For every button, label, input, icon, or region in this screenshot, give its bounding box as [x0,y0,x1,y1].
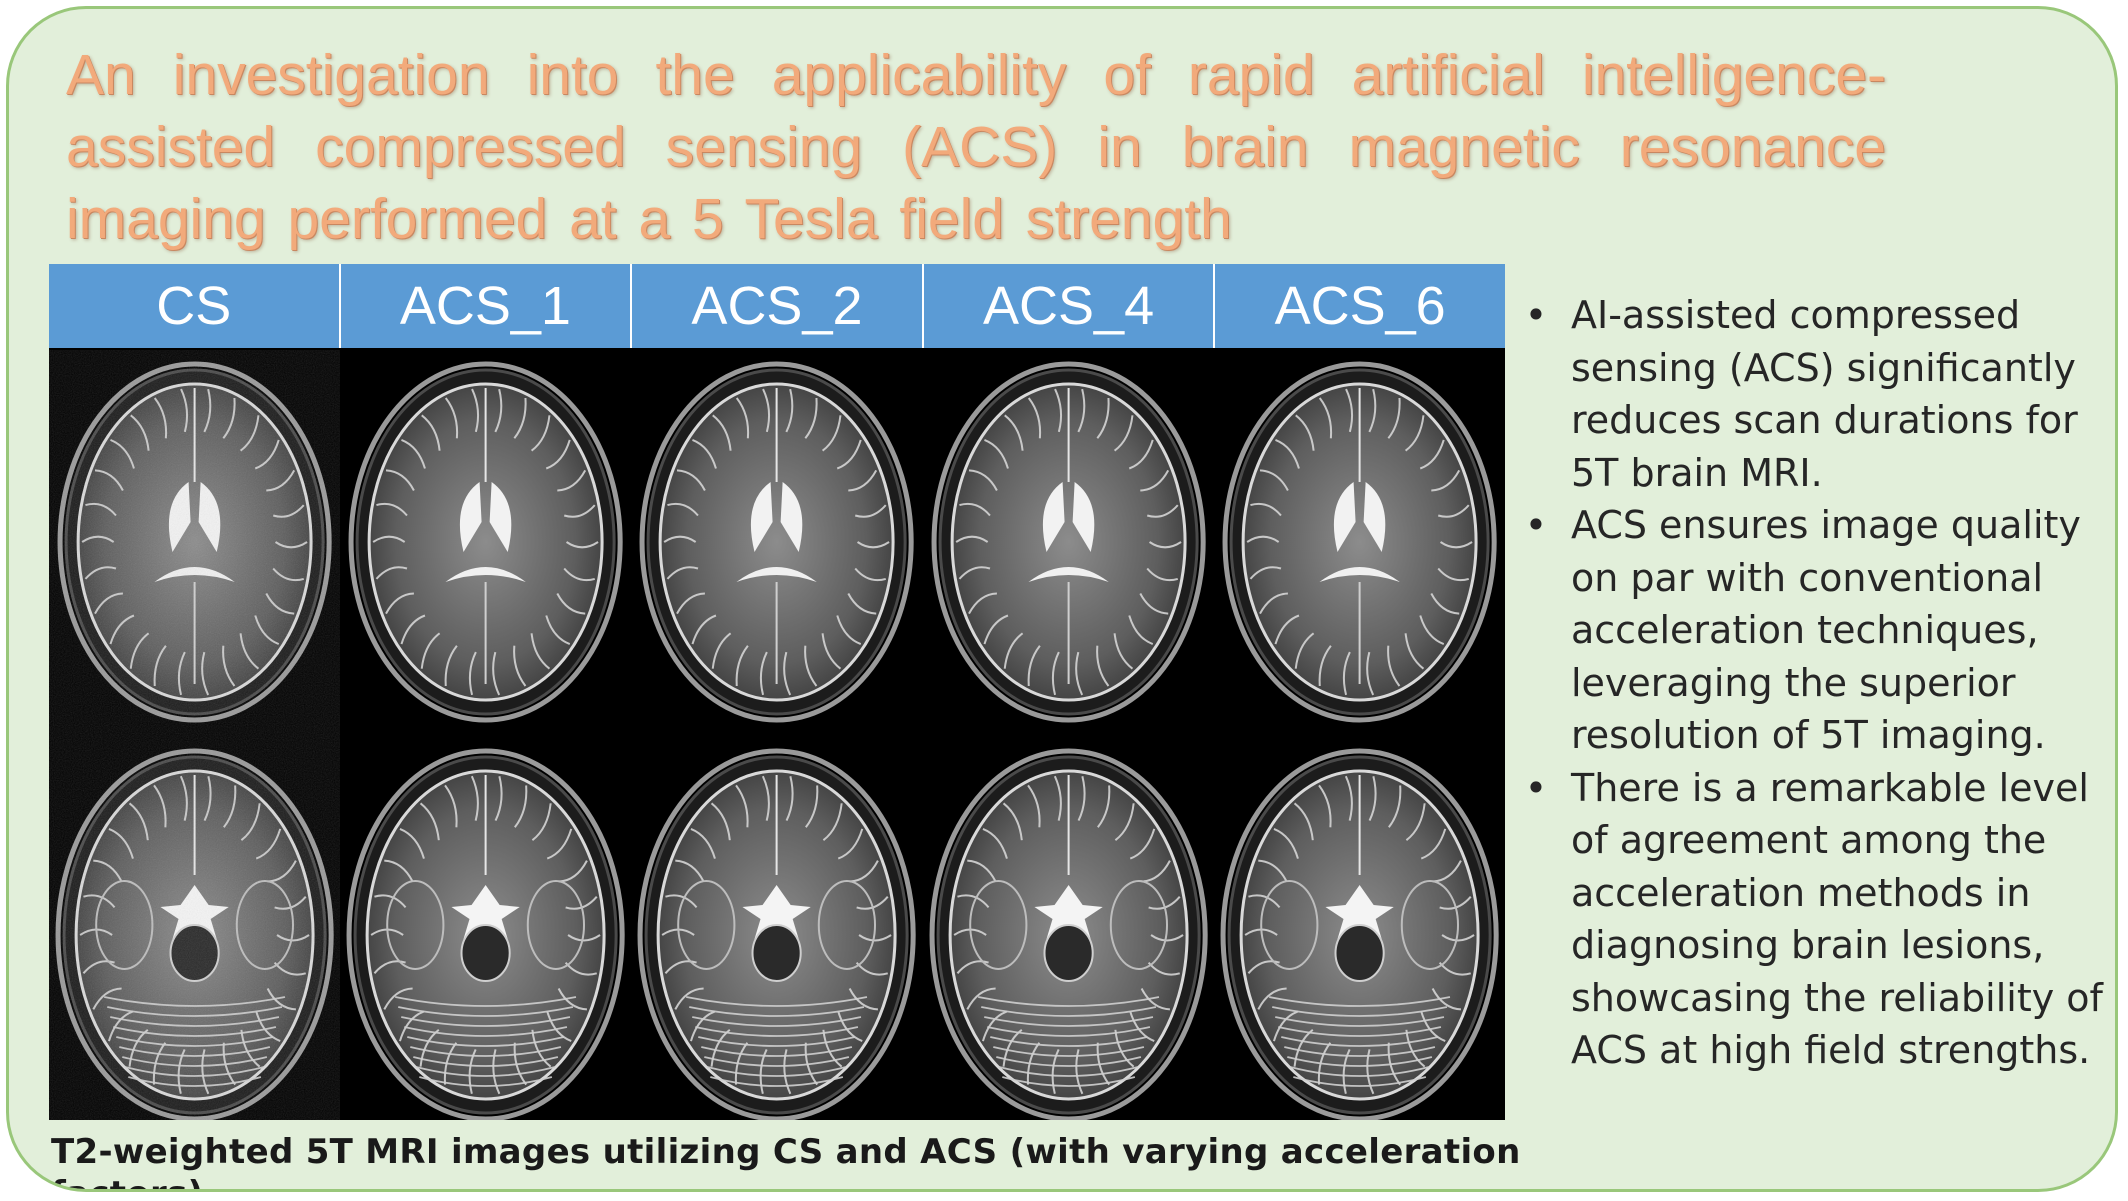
slide-title: An investigation into the applicability … [66,43,1886,251]
slide-card: An investigation into the applicability … [6,6,2118,1192]
mri-slice-image [340,350,632,735]
column-header-acs-2: ACS_2 [632,264,924,348]
column-header-acs-1: ACS_1 [340,264,633,348]
mri-scan-lower-acs-1 [340,735,632,1120]
mri-scan-lower-acs-6 [1213,735,1505,1120]
finding-item: • AI-assisted compressed sensing (ACS) s… [1521,289,2115,499]
bullet-marker: • [1524,503,1548,547]
mri-scan-upper-acs-4 [922,350,1214,735]
bullet-marker: • [1524,293,1548,337]
mri-slice-image [922,735,1214,1120]
mri-image-grid [49,350,1505,1120]
mri-scan-lower-cs [49,735,341,1120]
column-header-acs-6: ACS_6 [1215,264,1505,348]
mri-scan-lower-acs-4 [922,735,1214,1120]
mri-slice-image [340,735,632,1120]
finding-text: AI-assisted compressed sensing (ACS) sig… [1571,293,2078,495]
mri-slice-image [1213,350,1505,735]
finding-item: • ACS ensures image quality on par with … [1521,499,2115,762]
column-header-acs-4: ACS_4 [923,264,1216,348]
mri-slice-image [631,735,923,1120]
mri-scan-upper-acs-1 [340,350,632,735]
finding-item: • There is a remarkable level of agreeme… [1521,762,2115,1077]
bullet-marker: • [1524,765,1548,810]
figure-caption: T2-weighted 5T MRI images utilizing CS a… [51,1132,1521,1189]
mri-scan-upper-acs-6 [1213,350,1505,735]
mri-slice-image [922,350,1214,735]
mri-slice-image [49,350,341,735]
key-findings-list: • AI-assisted compressed sensing (ACS) s… [1521,289,2115,1077]
mri-slice-image [1213,735,1505,1120]
figure-header-row: CS ACS_1 ACS_2 ACS_4 ACS_6 [49,264,1505,348]
mri-scan-upper-cs [49,350,341,735]
mri-slice-image [631,350,923,735]
mri-figure: CS ACS_1 ACS_2 ACS_4 ACS_6 [49,264,1505,1120]
mri-scan-lower-acs-2 [631,735,923,1120]
finding-text: ACS ensures image quality on par with co… [1571,503,2081,757]
mri-slice-image [49,735,341,1120]
mri-scan-upper-acs-2 [631,350,923,735]
finding-text: There is a remarkable level of agreement… [1571,765,2103,1073]
column-header-cs: CS [49,264,341,348]
